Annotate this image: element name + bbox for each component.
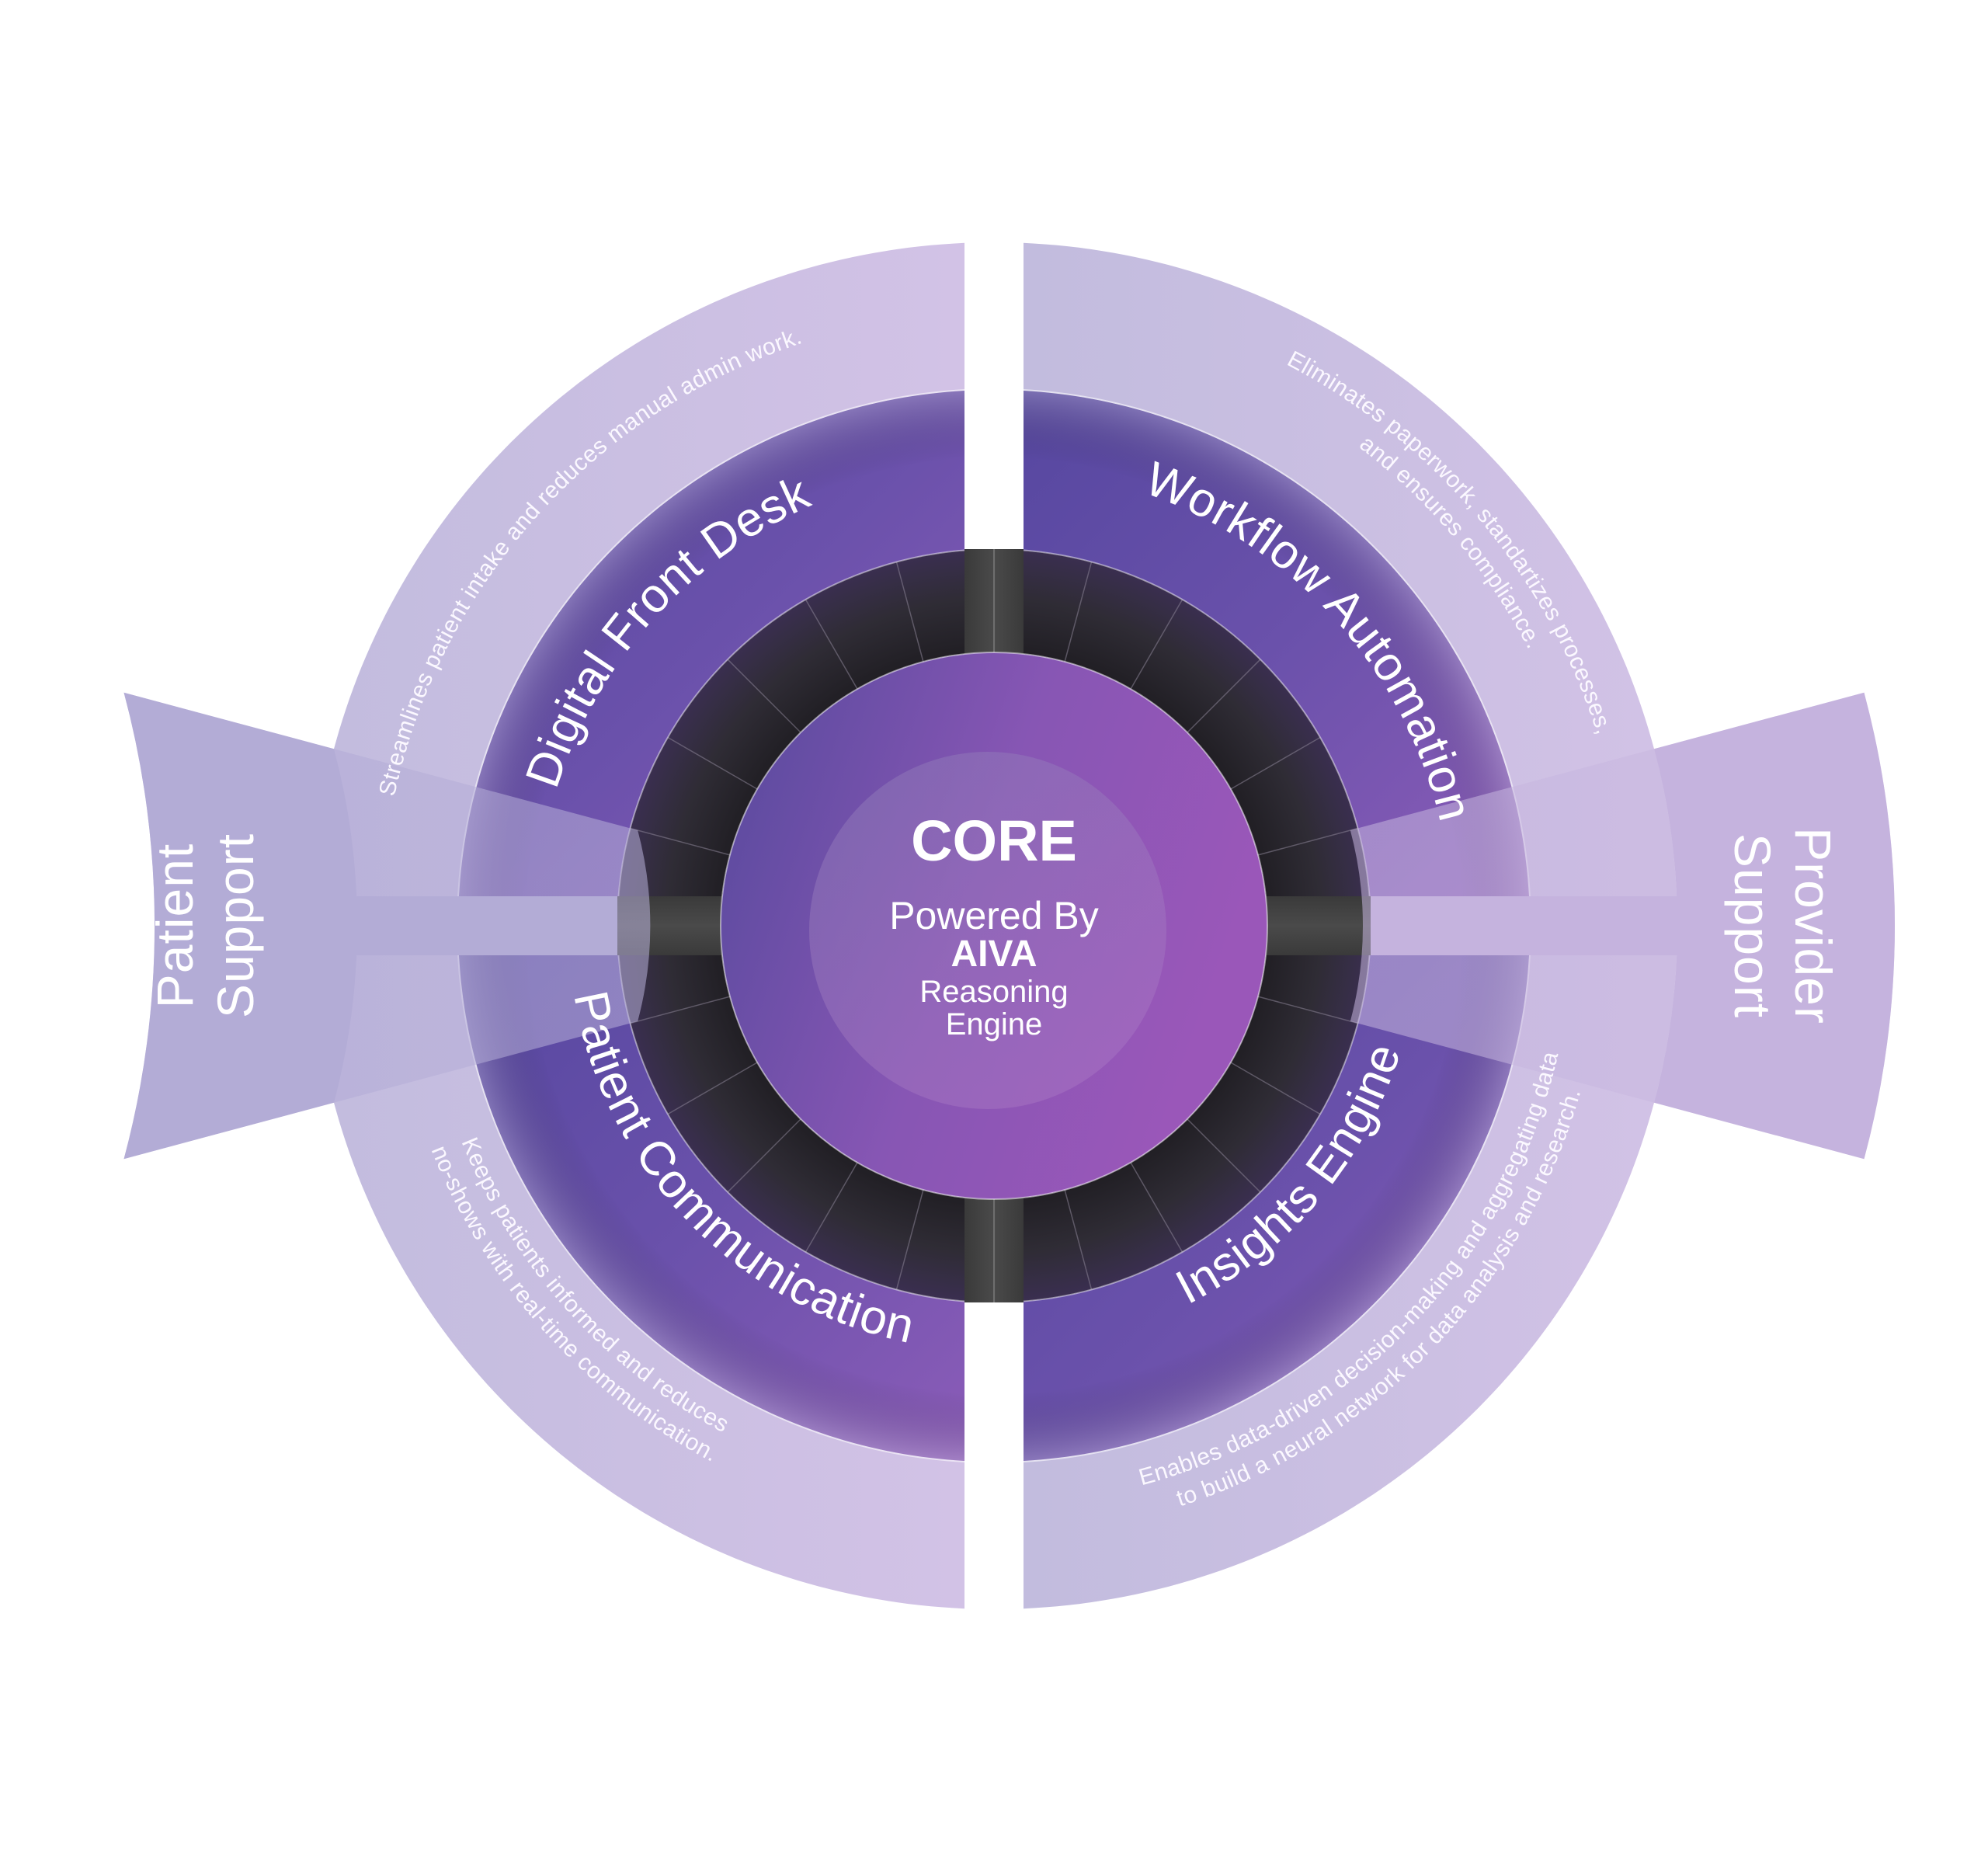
dark-ring-spoke bbox=[895, 1189, 924, 1290]
patient-support-line2: Support bbox=[207, 833, 264, 1018]
service-ring bbox=[459, 391, 1529, 1461]
provider-support-wedge-outer bbox=[1654, 692, 1895, 1160]
core-circle bbox=[720, 652, 1268, 1200]
dark-ring-spoke bbox=[667, 736, 758, 790]
core-title: CORE bbox=[911, 809, 1077, 873]
patient-support-band bbox=[311, 896, 617, 955]
provider-support-label[interactable]: Provider Support bbox=[1724, 827, 1842, 1024]
outer-segment-workflow-automation bbox=[1024, 242, 1677, 896]
core-outline bbox=[720, 652, 1268, 1200]
core-powered-by: Powered By bbox=[889, 894, 1099, 937]
dark-ring-spoke bbox=[1064, 562, 1093, 662]
core-inner-glow bbox=[809, 752, 1166, 1109]
core-label[interactable]: CORE Powered By AIVA Reasoning Engine bbox=[889, 809, 1099, 1041]
dark-ring-spoke bbox=[1064, 1189, 1093, 1290]
dark-ring-spoke bbox=[1230, 1062, 1321, 1115]
dark-ring-spoke bbox=[1187, 1118, 1261, 1193]
dark-ring-spoke bbox=[667, 1062, 758, 1115]
provider-support-band bbox=[1371, 896, 1677, 955]
dark-ring-spoke bbox=[727, 659, 801, 733]
dark-ring-spoke bbox=[630, 996, 731, 1024]
ring-gaps bbox=[617, 549, 1371, 1302]
service-segment-shade-workflow-automation bbox=[1024, 391, 1529, 896]
service-segment-shade-insights-engine bbox=[1024, 955, 1529, 1461]
gap-bridge-right bbox=[1264, 896, 1371, 955]
dark-ring-spoke bbox=[805, 1162, 858, 1253]
support-wedges bbox=[123, 692, 1895, 1160]
service-segment-shade-digital-front-desk bbox=[459, 391, 964, 896]
patient-support-label[interactable]: Patient Support bbox=[146, 833, 264, 1018]
dark-ring bbox=[617, 548, 1371, 1303]
outer-segment-patient-communication bbox=[311, 955, 964, 1609]
dark-ring-spoke bbox=[1187, 659, 1261, 733]
provider-support-line2: Support bbox=[1724, 833, 1781, 1018]
outer-segment-digital-front-desk bbox=[311, 242, 964, 896]
core-reasoning: Reasoning bbox=[919, 975, 1068, 1009]
dark-ring-spoke bbox=[630, 827, 731, 856]
dark-ring-spoke bbox=[1257, 827, 1358, 856]
core-aiva: AIVA bbox=[951, 934, 1037, 975]
patient-support-line1: Patient bbox=[146, 843, 203, 1008]
patient-support-wedge-outer bbox=[123, 692, 357, 1160]
dark-ring-spoke bbox=[895, 562, 924, 662]
dark-ring-spoke bbox=[1130, 599, 1183, 690]
outer-description-ring bbox=[311, 242, 1677, 1609]
dark-ring-spoke bbox=[727, 1118, 801, 1193]
service-segment-shade-patient-communication bbox=[459, 955, 964, 1461]
dark-ring-spoke bbox=[1257, 996, 1358, 1024]
outer-segment-insights-engine bbox=[1024, 955, 1677, 1609]
core-engine: Engine bbox=[946, 1007, 1043, 1041]
dark-ring-spoke bbox=[805, 599, 858, 690]
dark-ring-spoke bbox=[1130, 1162, 1183, 1253]
provider-support-line1: Provider bbox=[1785, 827, 1842, 1024]
dark-ring-spoke bbox=[1230, 736, 1321, 790]
